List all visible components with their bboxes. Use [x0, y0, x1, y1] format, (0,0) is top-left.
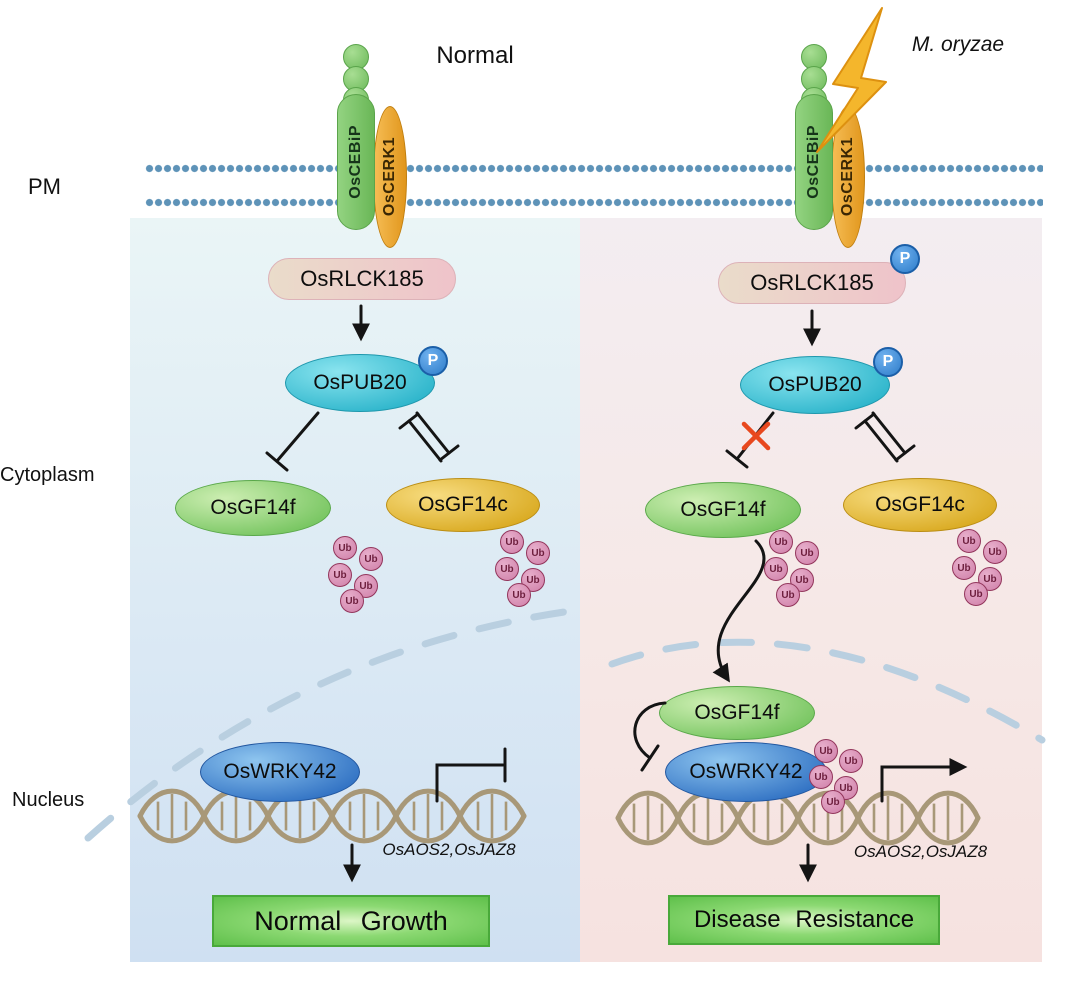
condition-title-normal: Normal	[436, 42, 514, 69]
oscebip-receptor-right: OsCEBiP	[795, 94, 833, 230]
oscebip-label: OsCEBiP	[805, 125, 822, 199]
oscerk1-receptor-right: OsCERK1	[831, 106, 865, 248]
phospho-badge-pub20-right: P	[873, 347, 903, 377]
oscebip-label: OsCEBiP	[347, 125, 364, 199]
ub-badge: Ub	[333, 536, 357, 560]
phospho-badge-pub20-left: P	[418, 346, 448, 376]
plasma-membrane-lower	[145, 198, 1043, 207]
ub-badge: Ub	[821, 790, 845, 814]
oscebip-receptor-left: OsCEBiP	[337, 94, 375, 230]
outcome-box-normal-growth: Normal Growth	[212, 895, 490, 947]
outcome-box-disease-resistance: Disease Resistance	[668, 895, 940, 945]
osrlck185-right: OsRLCK185	[718, 262, 906, 304]
nucleus-label: Nucleus	[12, 789, 85, 811]
ub-badge: Ub	[328, 563, 352, 587]
ub-badge: Ub	[340, 589, 364, 613]
ub-badge: Ub	[983, 540, 1007, 564]
oscebip-bead	[343, 66, 369, 92]
oscerk1-receptor-left: OsCERK1	[373, 106, 407, 248]
osgf14c-right: OsGF14c	[843, 478, 997, 532]
ub-badge: Ub	[359, 547, 383, 571]
ub-badge: Ub	[500, 530, 524, 554]
ub-badge: Ub	[354, 574, 378, 598]
gene-label-left: OsAOS2,OsJAZ8	[382, 840, 516, 859]
osrlck185-left: OsRLCK185	[268, 258, 456, 300]
oscerk1-label: OsCERK1	[381, 137, 398, 217]
phospho-badge-rlck-right: P	[890, 244, 920, 274]
pm-label: PM	[28, 174, 61, 199]
oscebip-bead	[343, 44, 369, 70]
ub-badge: Ub	[507, 583, 531, 607]
ub-badge: Ub	[776, 583, 800, 607]
ub-badge: Ub	[764, 557, 788, 581]
ub-badge: Ub	[839, 749, 863, 773]
osgf14f-right: OsGF14f	[645, 482, 801, 538]
ub-badge: Ub	[769, 530, 793, 554]
plasma-membrane-upper	[145, 164, 1043, 173]
cytoplasm-label: Cytoplasm	[0, 464, 95, 486]
ub-badge: Ub	[814, 739, 838, 763]
oswrky42-right: OsWRKY42	[665, 742, 827, 802]
ospub20-left: OsPUB20	[285, 354, 435, 412]
oswrky42-left: OsWRKY42	[200, 742, 360, 802]
osgf14f-nuclear: OsGF14f	[659, 686, 815, 740]
ub-badge: Ub	[795, 541, 819, 565]
ospub20-right: OsPUB20	[740, 356, 890, 414]
ub-badge: Ub	[809, 765, 833, 789]
oscerk1-label: OsCERK1	[839, 137, 856, 217]
ub-badge: Ub	[957, 529, 981, 553]
gene-label-right: OsAOS2,OsJAZ8	[853, 842, 988, 861]
ub-badge: Ub	[495, 557, 519, 581]
ub-badge: Ub	[526, 541, 550, 565]
ub-badge: Ub	[952, 556, 976, 580]
osgf14f-left: OsGF14f	[175, 480, 331, 536]
osgf14c-left: OsGF14c	[386, 478, 540, 532]
ub-badge: Ub	[964, 582, 988, 606]
condition-title-moryzae: M. oryzae	[911, 33, 1005, 56]
